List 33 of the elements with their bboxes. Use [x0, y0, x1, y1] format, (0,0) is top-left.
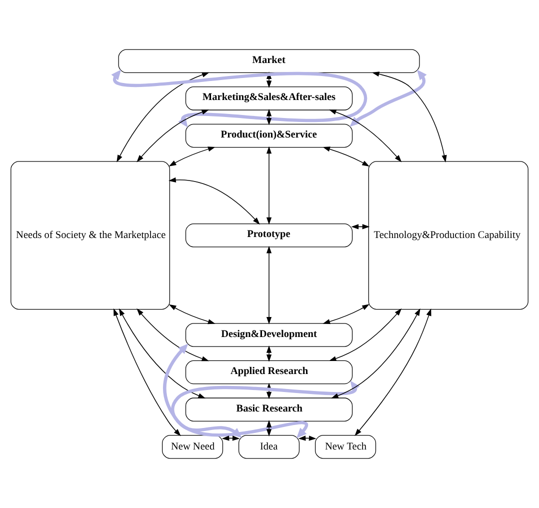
- node-box: Design&Development: [185, 323, 353, 347]
- arrow: [266, 108, 272, 126]
- arrow: [354, 308, 432, 436]
- node-box: Basic Research: [185, 398, 353, 422]
- node-box: Technology&Production Capability: [368, 161, 528, 310]
- arrow: [136, 308, 210, 362]
- node-box: Needs of Society & the Marketplace: [10, 161, 170, 310]
- arrow: [350, 70, 427, 127]
- arrow: [118, 308, 206, 398]
- node-box: Applied Research: [185, 360, 353, 384]
- arrow: [116, 72, 210, 162]
- node-box: Market: [118, 49, 420, 74]
- arrow: [372, 72, 447, 163]
- node-box: Product(ion)&Service: [185, 124, 353, 148]
- arrow: [328, 308, 402, 362]
- arrow: [168, 177, 260, 225]
- arrow: [114, 308, 181, 436]
- arrow: [168, 146, 216, 166]
- arrow: [331, 308, 420, 398]
- arrow: [266, 345, 272, 362]
- node-box: New Tech: [314, 434, 376, 459]
- arrow: [266, 246, 272, 324]
- arrow: [266, 420, 272, 436]
- arrow: [168, 304, 216, 324]
- arrow: [266, 146, 272, 225]
- arrow: [322, 304, 370, 324]
- node-box: Marketing&Sales&After-sales: [185, 86, 353, 110]
- node-box: New Need: [162, 434, 224, 459]
- node-box: Idea: [238, 434, 300, 459]
- arrow: [136, 110, 210, 162]
- node-box: Prototype: [185, 223, 353, 248]
- arrow: [322, 146, 370, 167]
- arrow: [328, 110, 402, 162]
